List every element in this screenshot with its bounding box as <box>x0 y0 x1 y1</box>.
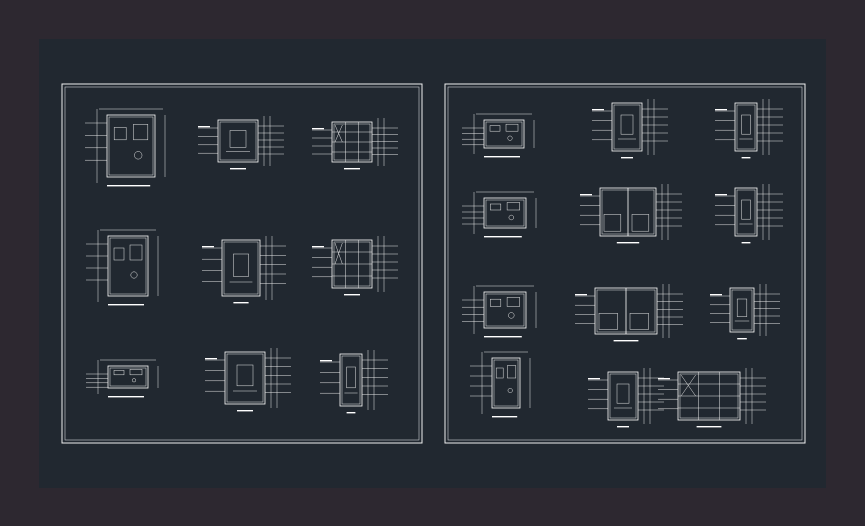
drawing-detail-left-3 <box>312 118 398 170</box>
model-space-viewport[interactable] <box>39 39 826 488</box>
sheet-right <box>444 83 806 444</box>
sheet-left-border <box>61 83 423 444</box>
drawing-detail-right-3 <box>715 99 783 159</box>
drawing-detail-left-8 <box>205 348 291 412</box>
drawing-detail-right-4 <box>462 191 537 238</box>
drawing-detail-right-12 <box>658 368 766 428</box>
drawing-detail-right-11 <box>588 368 664 428</box>
drawing-detail-left-6 <box>312 236 398 296</box>
drawing-detail-right-1 <box>462 113 535 158</box>
drawing-detail-left-2 <box>198 116 284 170</box>
drawing-detail-left-9 <box>320 350 388 414</box>
sheet-left <box>61 83 423 444</box>
sheet-right-border <box>444 83 806 444</box>
drawing-detail-left-4 <box>86 229 159 306</box>
sheet-right-inner-border <box>447 86 803 441</box>
drawing-detail-right-5 <box>580 184 682 244</box>
drawing-detail-right-6 <box>715 184 783 244</box>
sheet-left-inner-border <box>64 86 420 441</box>
drawing-detail-right-2 <box>592 99 668 159</box>
drawing-detail-right-9 <box>710 284 780 340</box>
drawing-detail-right-8 <box>575 284 683 342</box>
drawing-detail-left-7 <box>86 359 159 398</box>
drawing-detail-right-10 <box>470 351 531 418</box>
drawing-detail-left-5 <box>202 236 286 304</box>
drawing-detail-right-7 <box>462 285 537 338</box>
drawing-detail-left-1 <box>85 108 166 187</box>
